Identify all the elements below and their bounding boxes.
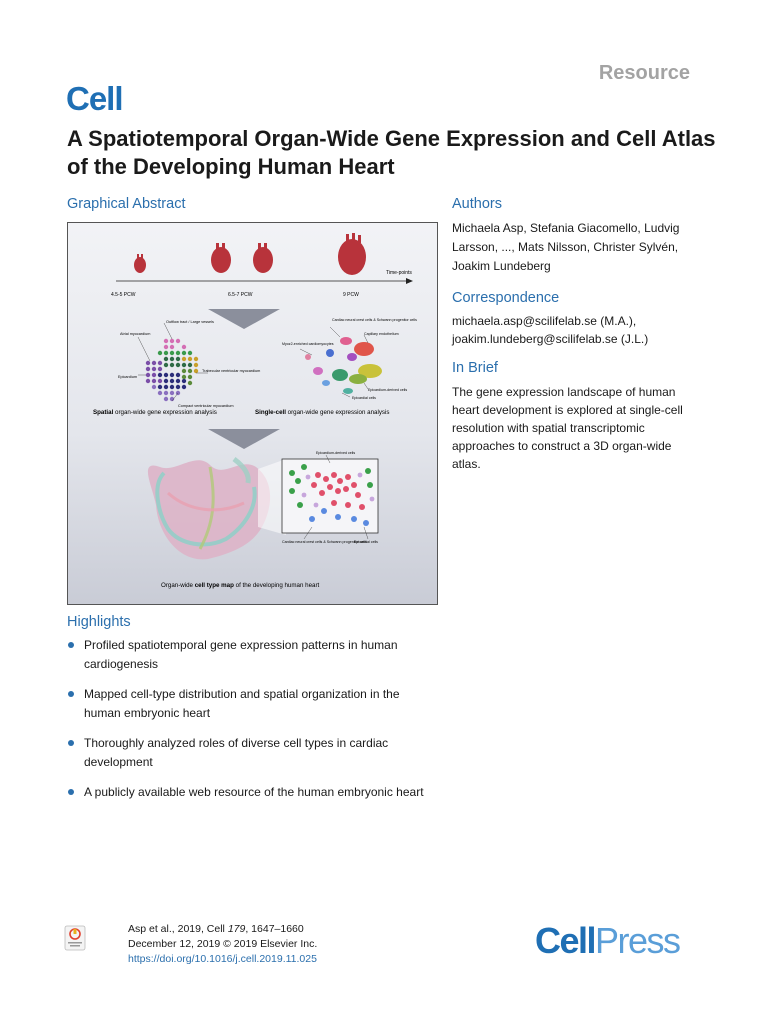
highlight-item: A publicly available web resource of the… bbox=[67, 783, 437, 802]
sc-label-epicardium-derived: Epicardium-derived cells bbox=[368, 388, 407, 392]
single-cell-caption: Single-cell organ-wide gene expression a… bbox=[255, 409, 389, 416]
authors-list: Michaela Asp, Stefania Giacomello, Ludvi… bbox=[452, 221, 680, 273]
highlight-item: Mapped cell-type distribution and spatia… bbox=[67, 685, 437, 723]
in-brief-text: The gene expression landscape of human h… bbox=[452, 385, 683, 471]
stage-label-1: 4.5-5 PCW bbox=[111, 292, 136, 298]
down-arrow-icon bbox=[208, 309, 280, 329]
spatial-label-atrial: Atrial myocardium bbox=[120, 332, 150, 336]
bullet-icon bbox=[68, 740, 74, 746]
correspondence-block: michaela.asp@scilifelab.se (M.A.), joaki… bbox=[452, 312, 712, 348]
spatial-spot-grid bbox=[145, 338, 199, 402]
graphical-abstract-figure: Time-points 4.5-5 PCW 6.5-7 PCW 9 PCW bbox=[67, 222, 438, 605]
spatial-caption: Spatial organ-wide gene expression analy… bbox=[93, 409, 217, 416]
cellpress-logo[interactable]: CellPress bbox=[535, 920, 681, 961]
correspondence-heading: Correspondence bbox=[452, 290, 560, 306]
zoom-inset-points bbox=[289, 464, 375, 526]
single-cell-cluster-plot bbox=[305, 337, 382, 394]
heart-medium-icon bbox=[211, 243, 273, 273]
sc-label-capillary: Capillary endothelium bbox=[364, 332, 399, 336]
highlight-item: Profiled spatiotemporal gene expression … bbox=[67, 636, 437, 674]
sc-label-epicardial: Epicardial cells bbox=[352, 396, 376, 400]
stage-label-3: 9 PCW bbox=[343, 292, 359, 298]
graphical-abstract-heading: Graphical Abstract bbox=[67, 196, 186, 212]
resource-label: Resource bbox=[598, 62, 690, 84]
timepoints-label: Time-points bbox=[386, 270, 412, 276]
down-arrow-icon bbox=[208, 429, 280, 449]
map-label-epicardial: Epicardial cells bbox=[354, 540, 378, 544]
bullet-icon bbox=[68, 789, 74, 795]
in-brief-heading: In Brief bbox=[452, 360, 498, 376]
doi-link[interactable]: https://doi.org/10.1016/j.cell.2019.11.0… bbox=[128, 953, 317, 965]
heart-large-icon bbox=[338, 233, 366, 275]
zoom-inset bbox=[281, 458, 379, 534]
spatial-label-epicardium: Epicardium bbox=[118, 375, 137, 379]
citation-line-2: December 12, 2019 © 2019 Elsevier Inc. bbox=[128, 938, 318, 950]
article-title: A Spatiotemporal Organ-Wide Gene Express… bbox=[67, 126, 716, 179]
cell-journal-logo[interactable]: Cell bbox=[66, 80, 124, 117]
heart-3d-atlas-illustration bbox=[147, 457, 271, 560]
highlights-heading: Highlights bbox=[67, 614, 131, 630]
spatial-label-trabecular: Trabecular ventricular myocardium bbox=[202, 369, 260, 373]
highlights-list: Profiled spatiotemporal gene expression … bbox=[67, 636, 437, 813]
citation-volume: 179 bbox=[227, 923, 246, 935]
citation-block: Asp et al., 2019, Cell 179, 1647–1660 De… bbox=[128, 922, 317, 967]
correspondence-email-1[interactable]: michaela.asp@scilifelab.se (M.A.), bbox=[452, 314, 637, 328]
sc-label-cardiac-neural: Cardiac neural crest cells & Schwann pro… bbox=[332, 318, 417, 322]
bullet-icon bbox=[68, 691, 74, 697]
stage-label-2: 6.5-7 PCW bbox=[228, 292, 253, 298]
spatial-label-compact: Compact ventricular myocardium bbox=[178, 404, 234, 408]
correspondence-email-2[interactable]: joakim.lundeberg@scilifelab.se (J.L.) bbox=[452, 332, 649, 346]
sc-label-myoz2: Myoz2-enriched cardiomyocytes bbox=[282, 342, 334, 346]
citation-line-1: Asp et al., 2019, Cell 179, 1647–1660 bbox=[128, 923, 304, 935]
map-label-epicardium-derived: Epicardium-derived cells bbox=[316, 451, 355, 455]
heart-small-icon bbox=[134, 254, 146, 273]
authors-heading: Authors bbox=[452, 196, 502, 212]
check-for-updates-icon[interactable] bbox=[64, 925, 86, 951]
map-label-cardiac-neural: Cardiac neural crest cells & Schwann pro… bbox=[282, 540, 367, 544]
highlight-item: Thoroughly analyzed roles of diverse cel… bbox=[67, 734, 437, 772]
atlas-caption: Organ-wide cell type map of the developi… bbox=[161, 582, 320, 589]
bullet-icon bbox=[68, 642, 74, 648]
spatial-label-outflow: Outflow tract / Large vessels bbox=[166, 320, 214, 324]
